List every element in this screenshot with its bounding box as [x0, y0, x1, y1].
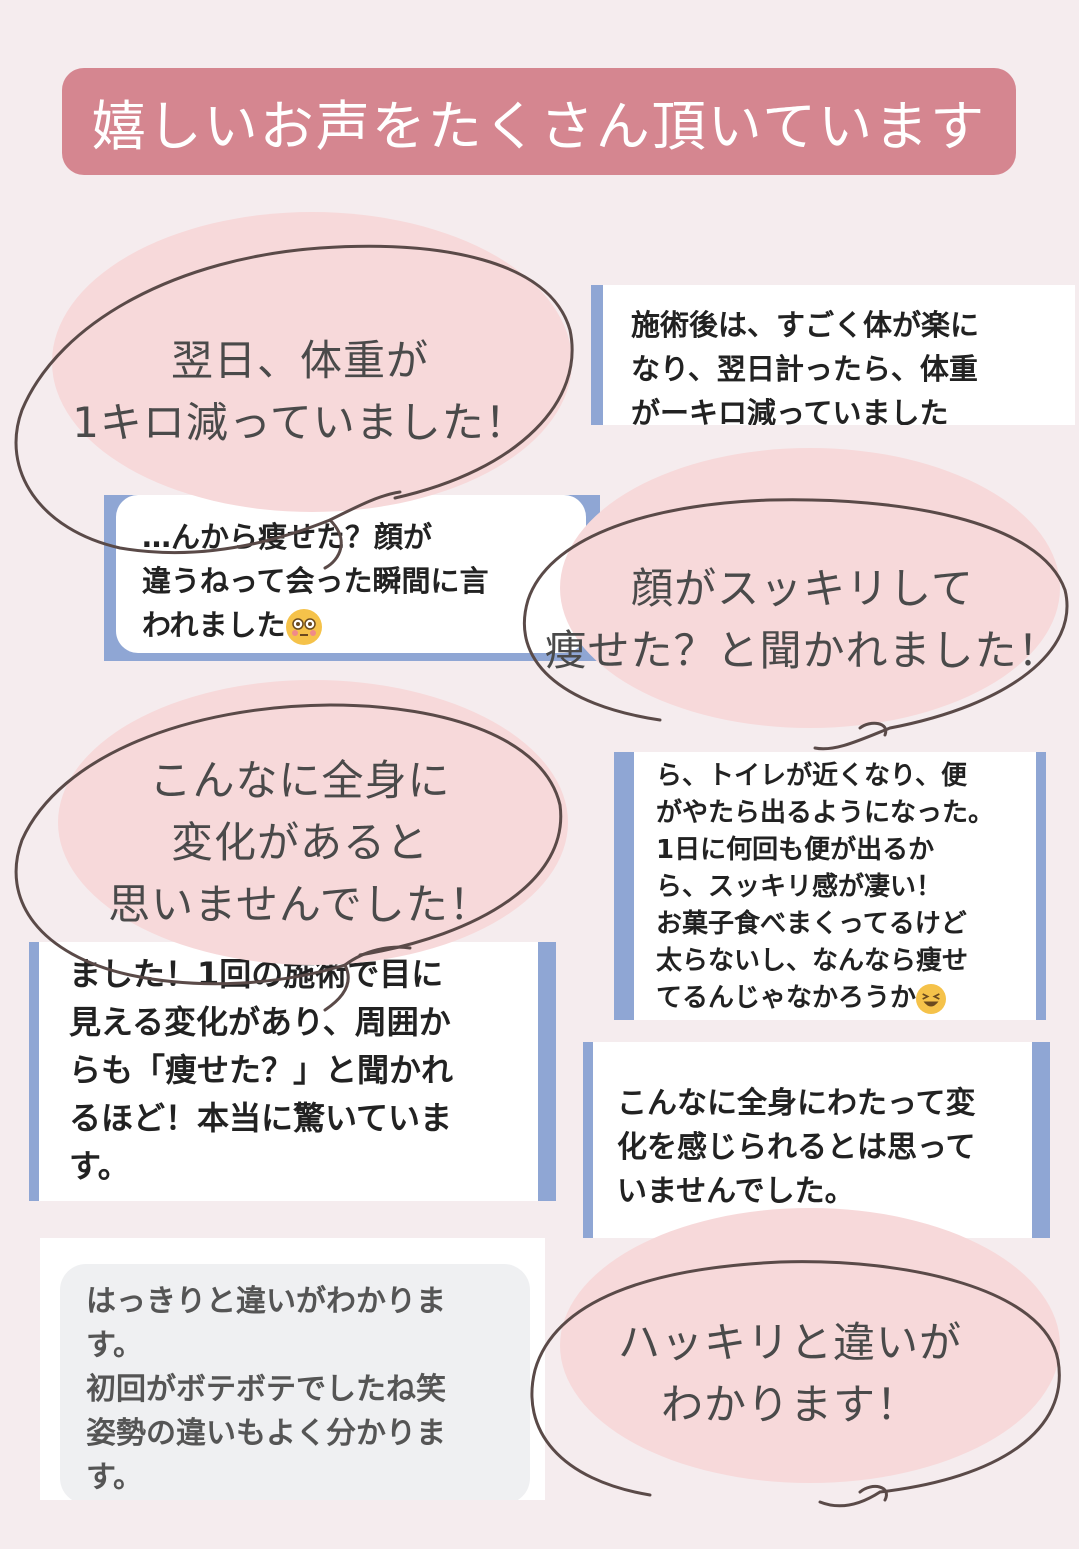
testimonial-text: はっきりと違いがわかりま す。 初回がボテボテでしたね笑 姿勢の違いもよく分かり…	[86, 1284, 446, 1495]
testimonial-text: ました！1回の施術で目に 見える変化があり、周囲か らも「痩せた？」と聞かれ る…	[69, 955, 454, 1185]
bubble-text-4: ハッキリと違いが わかります！	[617, 1318, 962, 1429]
testimonial-card-2: …んから痩せた？顔が 違うねって会った瞬間に言 われました	[104, 495, 600, 661]
bubble-text-1: 翌日、体重が 1キロ減っていました！	[72, 336, 528, 447]
testimonial-text: 施術後は、すごく体が楽に なり、翌日計ったら、体重 がーキロ減っていました	[631, 308, 980, 425]
testimonial-text: こんなに全身にわたって変 化を感じられるとは思って いませんでした。	[617, 1086, 976, 1209]
grinning-squinting-face-icon	[916, 983, 947, 1014]
testimonial-card-5: こんなに全身にわたって変 化を感じられるとは思って いませんでした。	[583, 1042, 1050, 1238]
testimonial-card-4: ました！1回の施術で目に 見える変化があり、周囲か らも「痩せた？」と聞かれ る…	[29, 942, 556, 1201]
testimonial-text: ら、トイレが近くなり、便 がやたら出るようになった。 1日に何回も便が出るか ら…	[656, 761, 995, 1013]
testimonial-card-3: ら、トイレが近くなり、便 がやたら出るようになった。 1日に何回も便が出るか ら…	[614, 752, 1046, 1020]
page-title: 嬉しいお声をたくさん頂いています	[62, 68, 1016, 175]
testimonial-card-6: はっきりと違いがわかりま す。 初回がボテボテでしたね笑 姿勢の違いもよく分かり…	[40, 1238, 545, 1500]
bubble-text-3: こんなに全身に 変化があると 思いませんでした！	[108, 756, 492, 929]
testimonial-card-1: 施術後は、すごく体が楽に なり、翌日計ったら、体重 がーキロ減っていました	[591, 285, 1075, 425]
bubble-text-2: 顔がスッキリして 痩せた？と聞かれました！	[544, 564, 1061, 675]
flushed-face-icon	[285, 609, 322, 645]
